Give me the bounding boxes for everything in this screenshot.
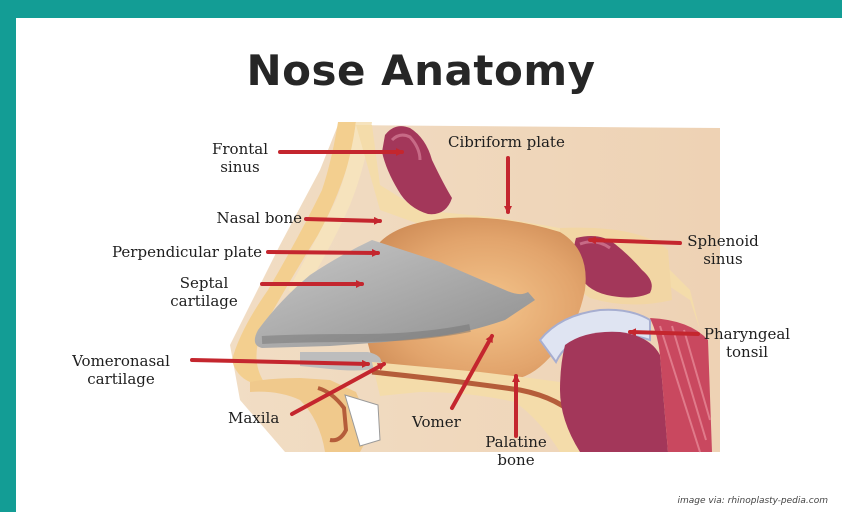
image-credit: image via: rhinoplasty-pedia.com	[677, 496, 828, 506]
label-perpendicular-plate: Perpendicular plate	[60, 243, 262, 261]
label-palatine-bone: Palatine bone	[476, 433, 556, 469]
label-maxila: Maxila	[228, 409, 279, 427]
label-frontal-sinus: Frontal sinus	[200, 140, 280, 176]
arrow-pharyngeal-tonsil	[630, 332, 698, 334]
label-cribriform-plate: Cibriform plate	[448, 133, 565, 151]
throat-tissue	[560, 332, 668, 452]
label-septal-cartilage: Septal cartilage	[150, 274, 258, 310]
label-vomeronasal-cartilage: Vomeronasal cartilage	[54, 352, 188, 388]
arrow-nasal-bone	[306, 219, 380, 221]
label-pharyngeal-tonsil: Pharyngeal tonsil	[694, 325, 800, 361]
label-nasal-bone: Nasal bone	[160, 209, 302, 227]
arrow-perpendicular-plate	[268, 252, 378, 253]
label-sphenoid-sinus: Sphenoid sinus	[678, 232, 768, 268]
label-vomer: Vomer	[412, 413, 461, 431]
